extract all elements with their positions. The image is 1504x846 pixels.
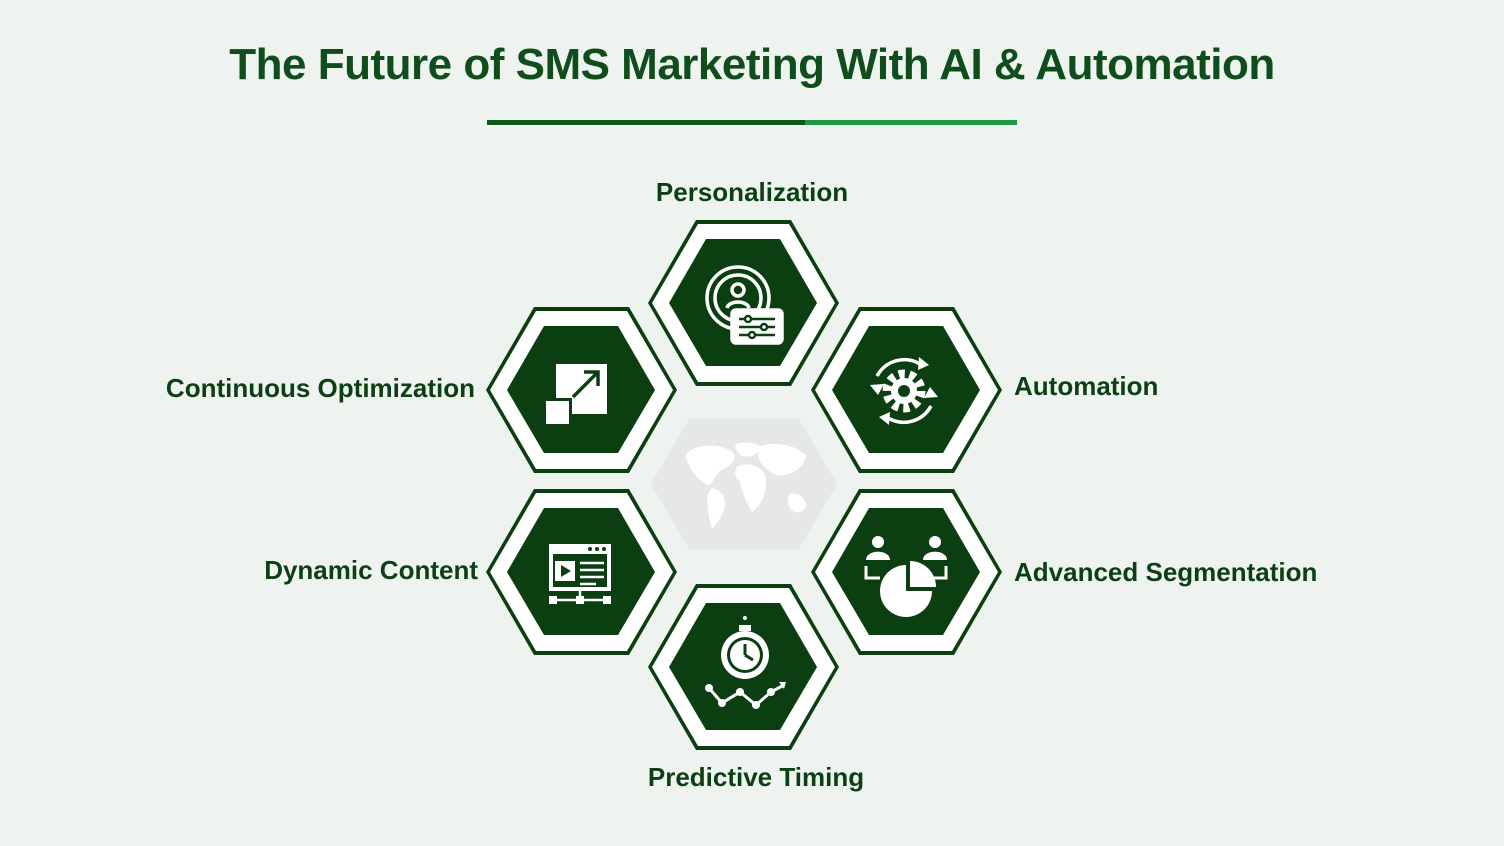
label-dynamic-content: Dynamic Content	[264, 555, 478, 585]
stopwatch-trend-icon	[705, 616, 786, 709]
label-advanced-segmentation: Advanced Segmentation	[1014, 557, 1318, 587]
page-title: The Future of SMS Marketing With AI & Au…	[229, 40, 1275, 89]
label-predictive-timing: Predictive Timing	[647, 762, 865, 792]
label-continuous-optimization: Continuous Optimization	[165, 373, 475, 403]
hex-segmentation	[811, 489, 1002, 655]
segmentation-pie-icon	[864, 536, 948, 617]
hex-automation	[811, 307, 1002, 473]
hex-predictive-timing	[648, 584, 839, 750]
hex-continuous-optimization	[486, 307, 677, 473]
label-personalization: Personalization	[655, 177, 849, 207]
user-settings-icon	[705, 265, 784, 345]
gear-cycle-icon	[870, 357, 938, 425]
hex-dynamic-content	[486, 489, 677, 655]
label-automation: Automation	[1014, 371, 1159, 401]
title-underline-light	[805, 120, 1017, 125]
world-map-icon	[685, 442, 806, 528]
video-content-icon	[549, 544, 611, 604]
scale-up-icon	[543, 364, 607, 427]
hex-personalization	[648, 220, 839, 386]
center-hex	[651, 419, 837, 549]
title-underline-dark	[487, 120, 805, 125]
